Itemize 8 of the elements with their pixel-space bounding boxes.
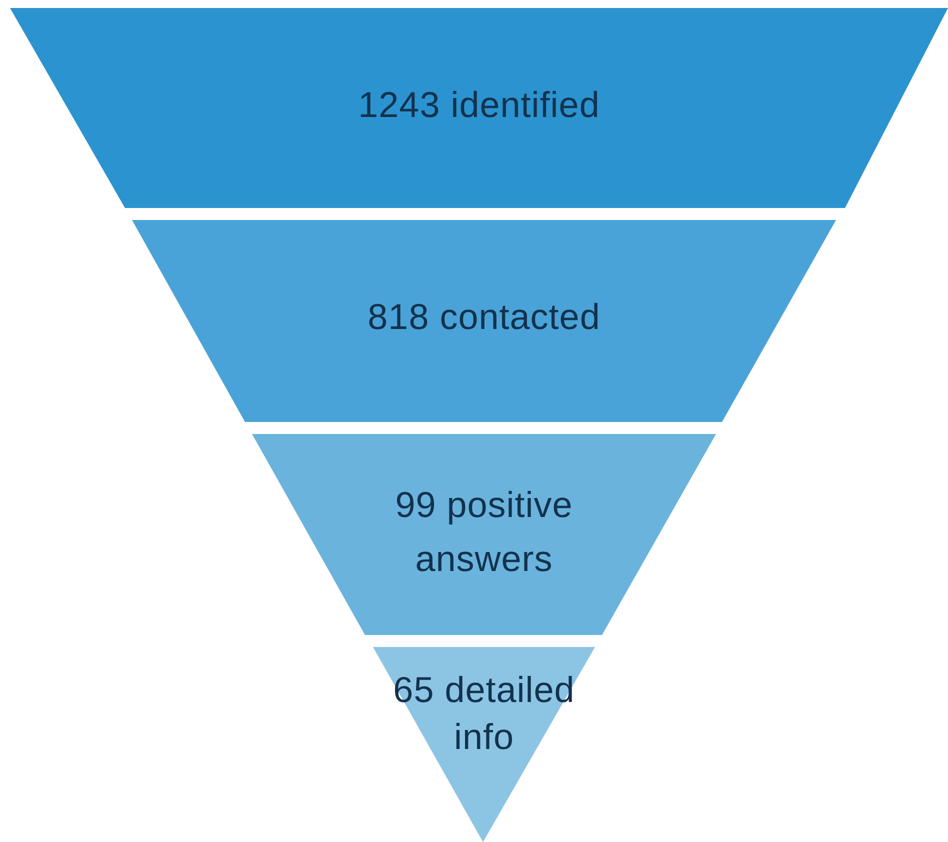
funnel-segment [10, 8, 948, 208]
segment-label: 1243 identified [357, 83, 601, 127]
segment-label: 818 contacted [366, 295, 602, 339]
segment-label: 65 detailed info [392, 668, 576, 759]
funnel-segment [252, 434, 716, 635]
funnel-segment [132, 220, 836, 422]
funnel-segment [373, 647, 595, 842]
segment-label: 99 positive answers [394, 483, 574, 581]
